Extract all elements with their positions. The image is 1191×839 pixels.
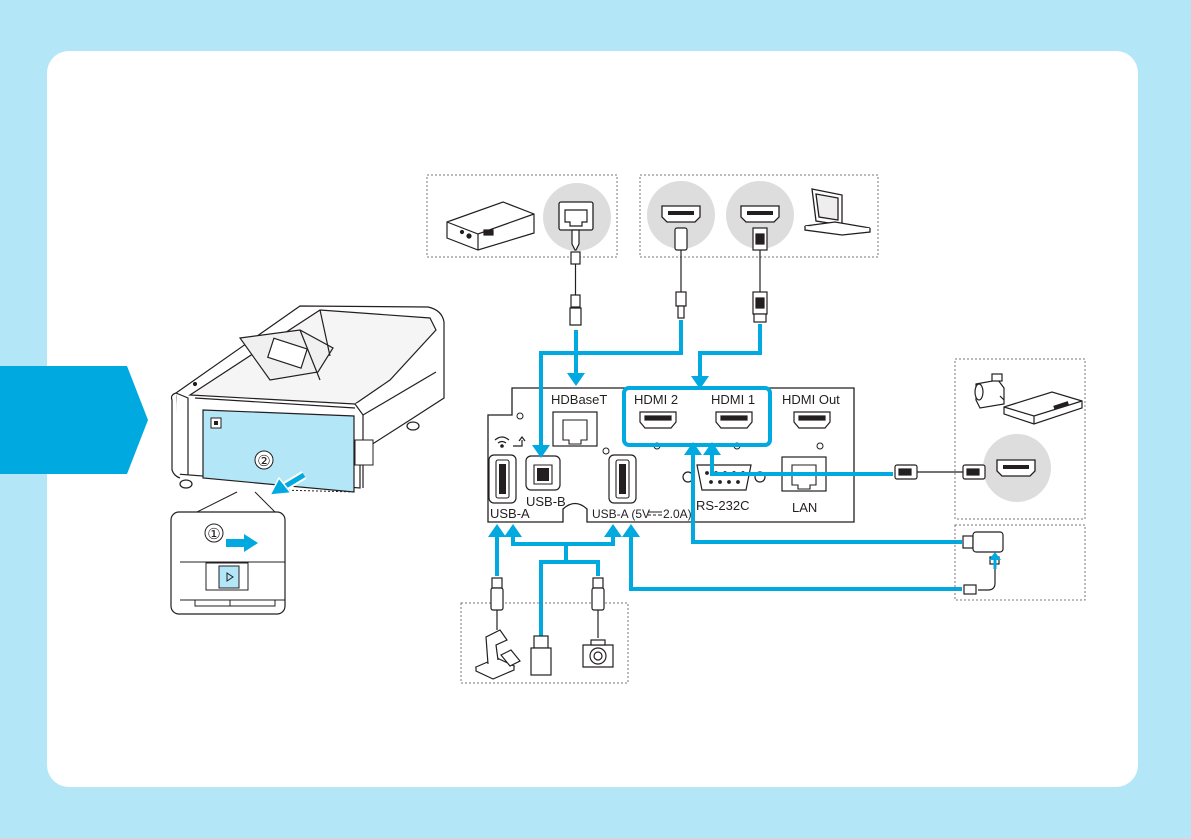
- hdmi1-port: [716, 412, 752, 428]
- latch-detail-inset: ①: [171, 492, 285, 614]
- document-camera-icon: [476, 630, 520, 679]
- hdmi1-cable: [753, 228, 767, 322]
- hdbaset-cable: [570, 230, 581, 325]
- usb-a-port: [489, 455, 516, 503]
- usb-a-power-current-label: 2.0A): [663, 507, 692, 521]
- streaming-stick-icon: [963, 532, 1003, 594]
- lan-label: LAN: [792, 500, 817, 515]
- camcorder-icon: [975, 374, 1004, 408]
- usb-a-power-label: USB-A (5V: [592, 507, 650, 521]
- step-2-label: ②: [257, 452, 270, 470]
- hdmi-out-label: HDMI Out: [782, 392, 840, 407]
- rs232c-label: RS-232C: [696, 498, 749, 513]
- hdmi-source-cable: [895, 465, 985, 479]
- hdbaset-label: HDBaseT: [551, 392, 607, 407]
- hdmi2-port: [640, 412, 676, 428]
- step-1-label: ①: [207, 525, 220, 543]
- hdmi2-label: HDMI 2: [634, 392, 678, 407]
- player-icon: [1004, 392, 1082, 424]
- hdbaset-transmitter-icon: [447, 202, 534, 250]
- usb-a-power-port: [609, 455, 636, 503]
- hdmi-out-port: [794, 412, 830, 428]
- camera-icon: [583, 640, 613, 667]
- usb-cable-right: [592, 578, 604, 638]
- laptop-icon: [805, 189, 870, 235]
- usb-b-label: USB-B: [526, 494, 566, 509]
- usb-drive-icon: [531, 636, 551, 675]
- hdmi-source-port-icon: [983, 434, 1051, 502]
- usb-cable-left: [491, 578, 503, 630]
- hdbaset-port: [553, 412, 597, 446]
- usb-b-port: [526, 456, 560, 490]
- usb-to-hdmi2-cable: [675, 228, 687, 318]
- usb-a-label: USB-A: [490, 506, 530, 521]
- hdmi1-label: HDMI 1: [711, 392, 755, 407]
